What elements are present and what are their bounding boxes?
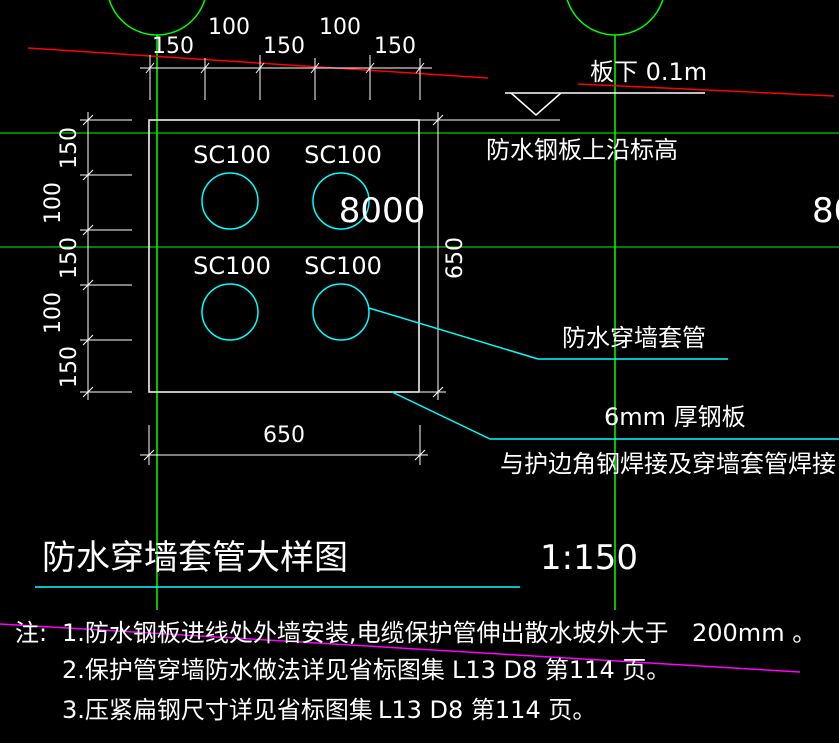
dim-bottom — [140, 425, 428, 465]
note-line-3-ref: L13 D8 第114 页。 — [378, 696, 596, 724]
steel-plate-outline — [148, 119, 420, 393]
sleeve-circle-1 — [201, 172, 259, 230]
drawing-scale: 1:150 — [540, 538, 638, 578]
label-weld-note: 与护边角钢焊接及穿墙套管焊接 — [500, 450, 836, 478]
dim-top-1: 150 — [152, 34, 194, 59]
axis-bubble-right — [566, 0, 664, 36]
dim-top-2: 100 — [208, 15, 250, 40]
pipe-label-3: SC100 — [193, 252, 271, 280]
grade-line-red-left — [27, 47, 489, 79]
note-line-1-value: 200mm 。 — [692, 619, 816, 647]
pipe-label-2: SC100 — [304, 141, 382, 169]
drawing-title: 防水穿墙套管大样图 — [42, 538, 348, 578]
sleeve-leader — [368, 307, 539, 360]
sleeve-circle-4 — [312, 283, 370, 341]
sleeve-circle-3 — [201, 283, 259, 341]
note-line-2-ref: L13 D8 第114 页。 — [452, 656, 670, 684]
axis-dim-8000: 8000 — [339, 191, 426, 231]
sleeve-circle-2 — [312, 172, 370, 230]
note-line-3: 3.压紧扁钢尺寸详见省标图集 — [62, 696, 373, 724]
dim-right-label: 650 — [443, 237, 468, 279]
label-plate-top-elevation: 防水钢板上沿标高 — [486, 136, 678, 164]
dim-top-5: 150 — [374, 34, 416, 59]
label-sleeve: 防水穿墙套管 — [562, 324, 706, 352]
dim-left-4: 100 — [41, 292, 66, 334]
dim-left-1: 150 — [57, 127, 82, 169]
dim-bottom-label: 650 — [263, 423, 305, 448]
notes-prefix: 注: — [15, 619, 47, 647]
grade-line-magenta — [0, 623, 801, 673]
dim-chain-left — [80, 112, 132, 400]
label-plate-thickness: 6mm 厚钢板 — [604, 403, 746, 431]
dim-top-4: 100 — [319, 15, 361, 40]
pipe-label-1: SC100 — [193, 141, 271, 169]
dim-top-3: 150 — [263, 34, 305, 59]
dim-left-2: 100 — [41, 182, 66, 224]
grade-line-red-right — [577, 83, 835, 97]
axis-dim-80: 80 — [812, 191, 839, 231]
axis-bubble-left — [108, 0, 206, 36]
pipe-label-4: SC100 — [304, 252, 382, 280]
level-marker — [505, 92, 705, 116]
plate-leader — [391, 391, 491, 440]
dim-left-3: 150 — [57, 237, 82, 279]
dim-chain-top — [140, 55, 432, 100]
level-text: 板下 0.1m — [590, 58, 707, 86]
dim-left-5: 150 — [57, 346, 82, 388]
note-line-1: 1.防水钢板进线处外墙安装,电缆保护管伸出散水坡外大于 — [62, 619, 669, 647]
note-line-2: 2.保护管穿墙防水做法详见省标图集 — [62, 656, 445, 684]
